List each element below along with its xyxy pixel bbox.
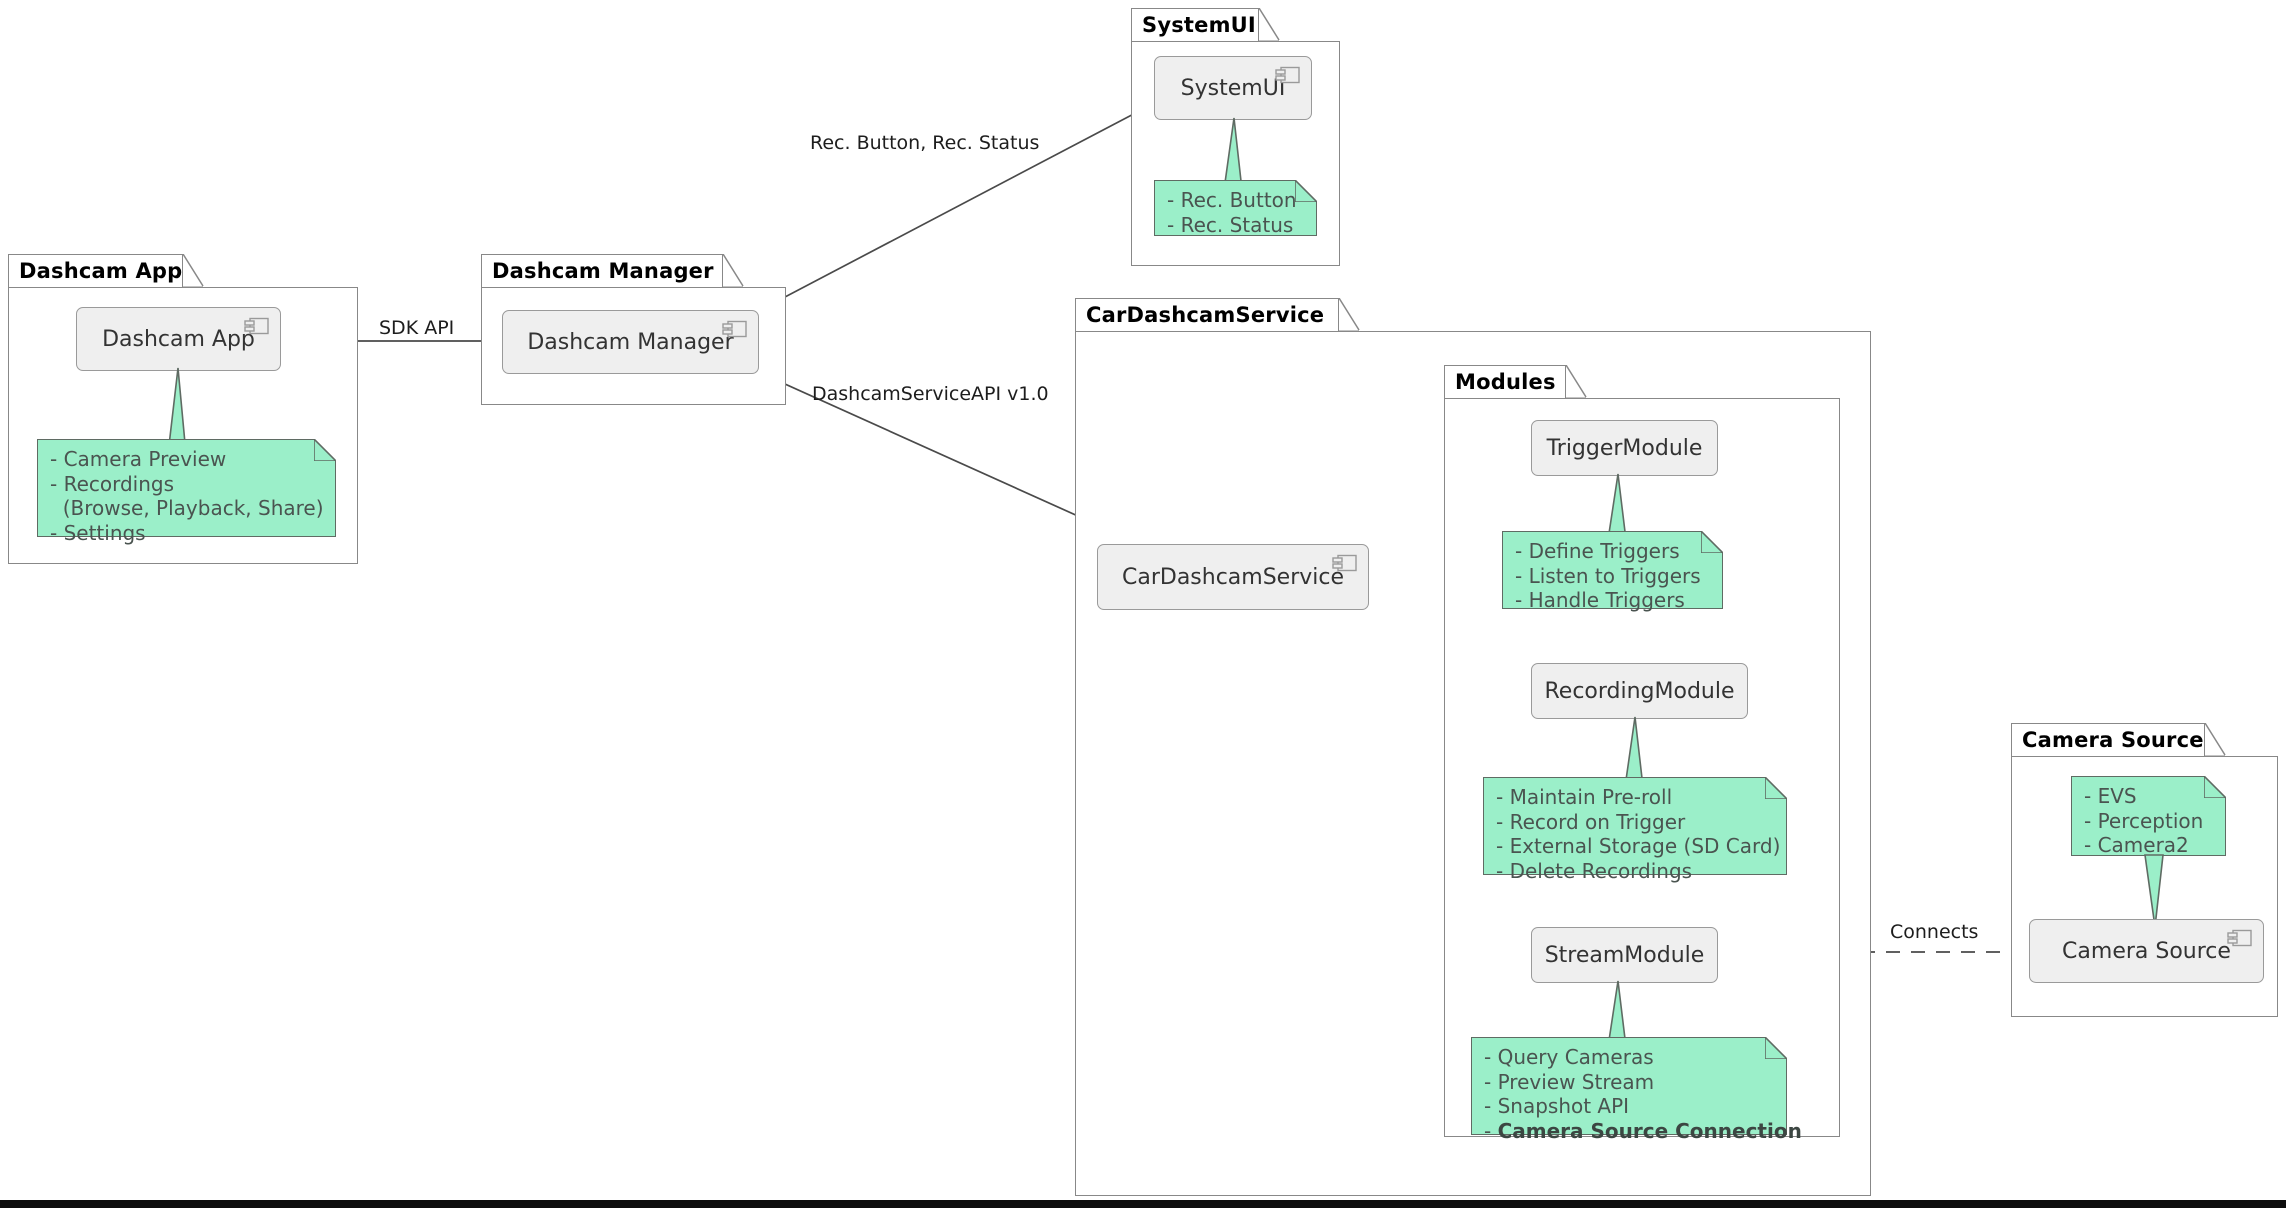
package-tab-corner (1566, 365, 1587, 399)
note-text-streammodule: - Query Cameras - Preview Stream - Snaps… (1484, 1045, 1802, 1143)
package-systemui: SystemUI SystemUI - Rec. Button - Rec. S… (1131, 8, 1340, 266)
note-dashcam-app: - Camera Preview - Recordings (Browse, P… (37, 439, 336, 545)
uml-component-icon (1275, 66, 1300, 84)
note-fold-corner (2204, 776, 2226, 798)
uml-component-icon (244, 317, 269, 335)
component-streammodule[interactable]: StreamModule (1531, 927, 1718, 983)
note-text-recordingmodule: - Maintain Pre-roll - Record on Trigger … (1496, 785, 1781, 883)
package-camera-source: Camera Source - EVS - Perception - Camer… (2011, 723, 2278, 1017)
note-fold-corner (1701, 531, 1723, 553)
bottom-bar (0, 1200, 2286, 1208)
package-tab-corner (1339, 298, 1360, 332)
component-camera-source[interactable]: Camera Source (2029, 919, 2264, 983)
note-camera-source: - EVS - Perception - Camera2 (2071, 776, 2226, 858)
package-title-dashcam-app: Dashcam App (19, 259, 183, 283)
edge-label-rec-button-status: Rec. Button, Rec. Status (810, 132, 1040, 154)
package-dashcam-manager: Dashcam Manager Dashcam Manager (481, 254, 786, 405)
component-systemui[interactable]: SystemUI (1154, 56, 1312, 120)
package-title-camera-source: Camera Source (2022, 728, 2204, 752)
note-triggermodule: - Define Triggers - Listen to Triggers -… (1502, 531, 1723, 612)
component-cardashcamservice[interactable]: CarDashcamService (1097, 544, 1369, 610)
edge-label-connects: Connects (1890, 921, 1979, 943)
component-label-camera-source: Camera Source (2062, 938, 2231, 964)
package-cardashcamservice: CarDashcamService CarDashcamService Modu… (1075, 298, 1871, 1196)
edge-label-sdk-api: SDK API (379, 317, 455, 339)
note-text-camera-source: - EVS - Perception - Camera2 (2084, 784, 2204, 858)
package-tab-corner (723, 254, 744, 288)
component-label-streammodule: StreamModule (1544, 942, 1705, 968)
component-label-triggermodule: TriggerModule (1546, 435, 1703, 461)
component-label-recordingmodule: RecordingModule (1544, 678, 1735, 704)
component-label-cardashcamservice: CarDashcamService (1121, 564, 1345, 590)
component-dashcam-manager[interactable]: Dashcam Manager (502, 310, 759, 374)
note-recordingmodule: - Maintain Pre-roll - Record on Trigger … (1483, 777, 1787, 883)
edge-label-dashcamserviceapi: DashcamServiceAPI v1.0 (812, 383, 1049, 405)
component-dashcam-app[interactable]: Dashcam App (76, 307, 281, 371)
package-title-cardashcamservice: CarDashcamService (1086, 303, 1325, 327)
uml-component-icon (2227, 929, 2252, 947)
note-text-triggermodule: - Define Triggers - Listen to Triggers -… (1515, 539, 1701, 613)
package-tab-corner (2205, 723, 2226, 757)
component-label-dashcam-manager: Dashcam Manager (527, 329, 734, 355)
note-text-systemui: - Rec. Button - Rec. Status (1167, 188, 1297, 237)
note-fold-corner (1295, 180, 1317, 202)
package-title-dashcam-manager: Dashcam Manager (492, 259, 714, 283)
component-label-systemui: SystemUI (1180, 75, 1286, 101)
uml-component-icon (1332, 554, 1357, 572)
package-title-modules: Modules (1455, 370, 1556, 394)
note-fold-corner (314, 439, 336, 461)
package-title-systemui: SystemUI (1142, 13, 1256, 37)
note-fold-corner (1765, 777, 1787, 799)
note-fold-corner (1765, 1037, 1787, 1059)
component-recordingmodule[interactable]: RecordingModule (1531, 663, 1748, 719)
package-modules: Modules TriggerModule - Define Triggers … (1444, 365, 1840, 1143)
note-anchor-camera-source (2144, 854, 2164, 928)
component-label-dashcam-app: Dashcam App (102, 326, 255, 352)
component-triggermodule[interactable]: TriggerModule (1531, 420, 1718, 476)
note-text-dashcam-app: - Camera Preview - Recordings (Browse, P… (50, 447, 324, 545)
package-dashcam-app: Dashcam App Dashcam App - Camera Preview… (8, 254, 358, 564)
uml-component-icon (722, 320, 747, 338)
package-tab-corner (1259, 8, 1280, 42)
note-systemui: - Rec. Button - Rec. Status (1154, 180, 1317, 237)
package-tab-corner (183, 254, 204, 288)
note-streammodule: - Query Cameras - Preview Stream - Snaps… (1471, 1037, 1802, 1143)
